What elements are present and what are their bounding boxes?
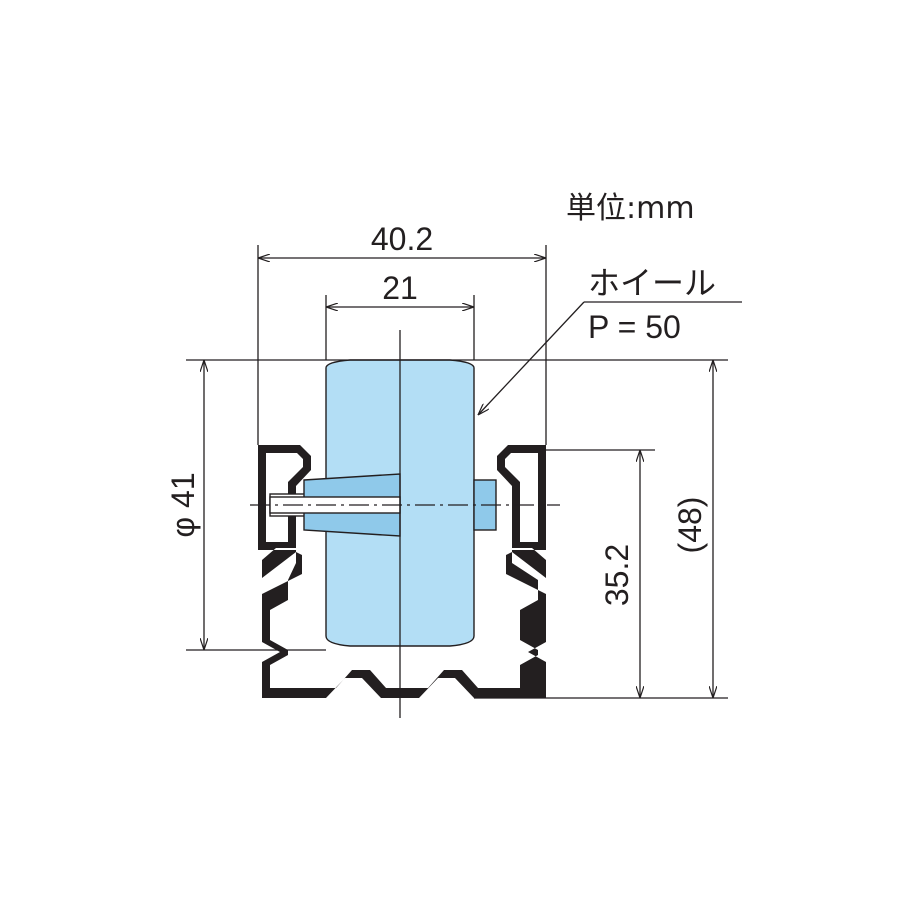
wheel-leader: [478, 301, 742, 415]
dim-wheel-diameter-label: φ 41: [165, 472, 201, 537]
dim-axle-height-label: 35.2: [599, 544, 635, 606]
dim-overall-width-label: 40.2: [371, 221, 433, 257]
wheel: [269, 359, 497, 647]
dimension-lines: [204, 258, 713, 698]
dim-wheel-width-label: 21: [382, 270, 418, 306]
wheel-label: ホイール: [588, 264, 716, 302]
rail-profile-inner-right: [505, 453, 538, 542]
leader-line: [478, 301, 585, 415]
dim-overall-height-label: (48): [672, 497, 708, 554]
center-lines: [250, 330, 560, 718]
unit-label: 単位:mm: [566, 191, 695, 226]
pitch-label: P = 50: [588, 309, 681, 345]
